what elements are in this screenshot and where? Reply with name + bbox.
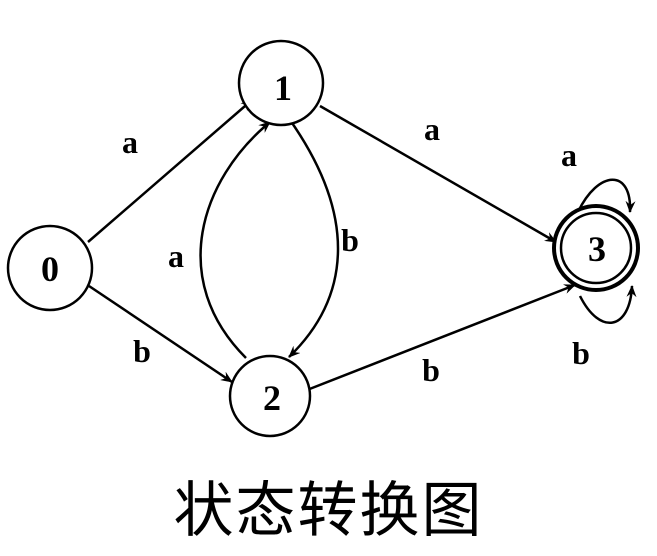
edge-3-3-b <box>578 285 637 325</box>
edge-label-1-3: a <box>424 111 440 147</box>
edge-label-3-3-b: b <box>572 335 590 371</box>
edge-2-3 <box>306 283 576 392</box>
state-0-label: 0 <box>41 249 59 289</box>
state-3: 3 <box>552 204 640 292</box>
edge-1-3 <box>319 104 557 244</box>
accepting-ring <box>559 211 633 285</box>
edge-label-2-1: a <box>168 238 184 274</box>
edge-1-2 <box>288 119 340 358</box>
state-3-label: 3 <box>588 229 606 269</box>
diagram-caption: 状态转换图 <box>173 476 484 546</box>
edge-label-2-3: b <box>422 352 440 388</box>
edge-2-1 <box>199 121 271 359</box>
edge-label-1-2: b <box>341 222 359 258</box>
edge-0-2 <box>88 284 233 384</box>
edge-label-3-3-a: a <box>561 137 577 173</box>
state-1: 1 <box>237 39 325 127</box>
edge-3-3-a <box>576 178 636 213</box>
state-2: 2 <box>228 354 312 438</box>
state-1-label: 1 <box>274 68 292 108</box>
edge-0-1 <box>87 99 253 243</box>
edge-label-0-2: b <box>133 333 151 369</box>
state-0: 0 <box>6 224 94 312</box>
state-2-label: 2 <box>263 378 281 418</box>
edge-label-0-1: a <box>122 124 138 160</box>
